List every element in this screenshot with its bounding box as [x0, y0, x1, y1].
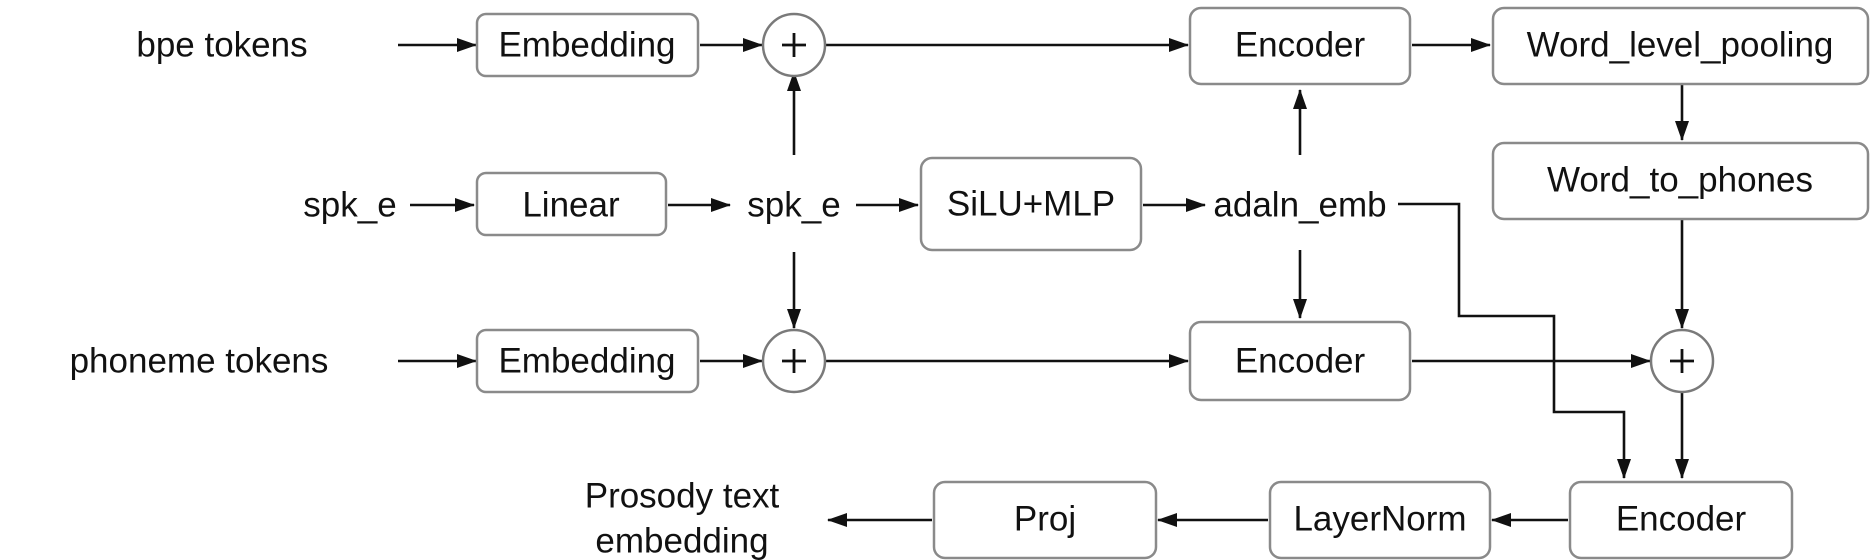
encoder-mid-box: Encoder [1188, 320, 1412, 402]
embedding-phoneme-box: Embedding [475, 328, 700, 394]
linear-box: Linear [475, 171, 668, 237]
encoder-top-box: Encoder [1188, 6, 1412, 86]
encoder-top-label: Encoder [1235, 26, 1366, 65]
embedding-bpe-label: Embedding [498, 26, 675, 65]
sum-node-mid [761, 328, 827, 394]
silu-mlp-label: SiLU+MLP [947, 185, 1115, 224]
linear-label: Linear [522, 186, 620, 225]
word-to-phones-box: Word_to_phones [1491, 141, 1870, 221]
edges [398, 38, 1689, 527]
layernorm-label: LayerNorm [1293, 500, 1466, 539]
encoder-mid-label: Encoder [1235, 342, 1366, 381]
layernorm-box: LayerNorm [1268, 480, 1492, 560]
silu-mlp-box: SiLU+MLP [919, 156, 1143, 252]
label-spk-e-input: spk_e [303, 186, 396, 225]
sum-node-right [1649, 328, 1715, 394]
label-output-line-1: Prosody text [585, 477, 780, 516]
sum-nodes [761, 12, 1715, 394]
embedding-phoneme-label: Embedding [498, 342, 675, 381]
label-adaln-emb: adaln_emb [1213, 186, 1386, 225]
word-level-pooling-label: Word_level_pooling [1527, 26, 1834, 65]
proj-box: Proj [932, 480, 1158, 560]
io-labels: bpe tokens spk_e phoneme tokens spk_e ad… [70, 26, 1387, 560]
sum-node-top [761, 12, 827, 78]
word-to-phones-label: Word_to_phones [1547, 161, 1813, 200]
proj-label: Proj [1014, 500, 1076, 539]
embedding-bpe-box: Embedding [475, 12, 700, 78]
encoder-bottom-label: Encoder [1616, 500, 1747, 539]
label-spk-e: spk_e [747, 186, 840, 225]
blocks: Embedding Linear Embedding SiLU+MLP Enco… [475, 6, 1870, 560]
edge-adaln-to-encoder-bottom [1398, 202, 1631, 479]
word-level-pooling-box: Word_level_pooling [1491, 6, 1870, 86]
label-bpe-tokens: bpe tokens [136, 26, 307, 65]
label-output-line-2: embedding [595, 522, 768, 560]
encoder-bottom-box: Encoder [1568, 480, 1794, 560]
label-phoneme-tokens: phoneme tokens [70, 342, 329, 381]
